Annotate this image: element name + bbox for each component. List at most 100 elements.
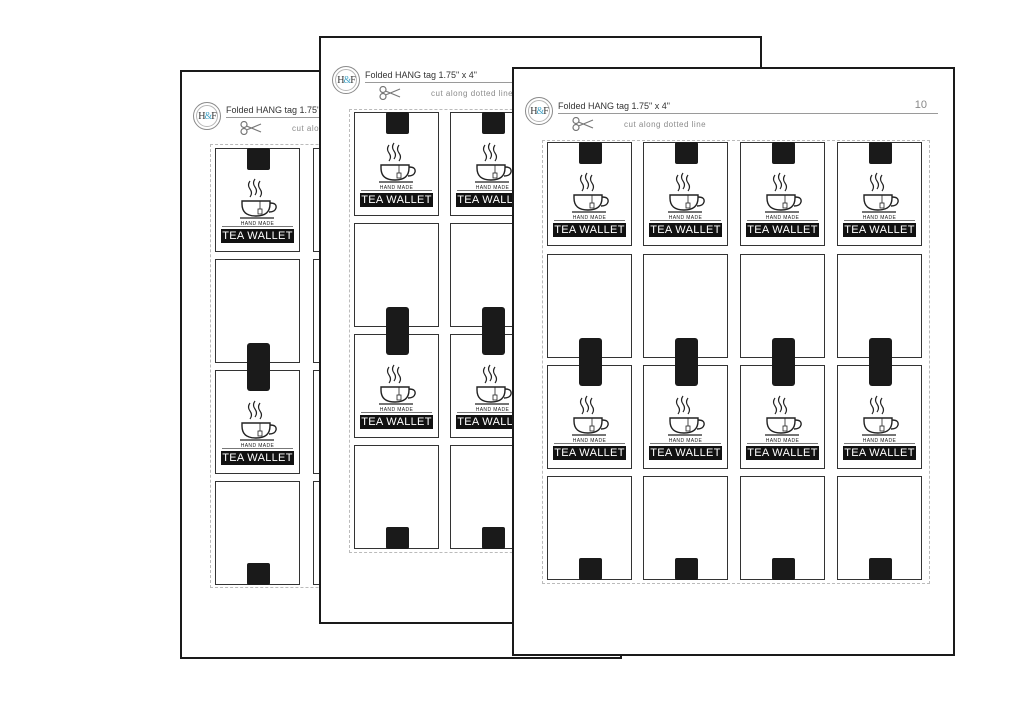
tag-fold-tab [772,338,795,386]
handmade-label: HAND MADE [765,438,800,444]
handmade-label: HAND MADE [379,185,414,191]
tag-back [643,476,728,580]
tag-front: HAND MADE TEA WALLET [740,338,825,469]
tea-wallet-label: TEA WALLET [746,223,819,237]
tag-tab [579,142,602,164]
tea-wallet-label: TEA WALLET [221,229,294,243]
tag-tab [772,142,795,164]
divider [457,412,528,413]
handmade-label: HAND MADE [240,443,275,449]
tag-fold-tab [482,307,505,355]
hf-monogram-icon: H&F [193,102,221,130]
tag-front: HAND MADE TEA WALLET [215,343,300,474]
tea-wallet-label: TEA WALLET [843,446,916,460]
divider [844,443,915,444]
tag-front: HAND MADE TEA WALLET [547,338,632,469]
tag-front: HAND MADE TEA WALLET [643,338,728,469]
tag-back [837,476,922,580]
cut-instruction: cut along dotted line [431,89,514,98]
tag-tab [482,112,505,134]
tag-fold-tab [869,338,892,386]
tag-front: HAND MADE TEA WALLET [837,338,922,469]
handmade-label: HAND MADE [862,215,897,221]
handmade-label: HAND MADE [862,438,897,444]
tag-front: HAND MADE TEA WALLET [547,142,632,246]
scissors-icon [379,85,401,105]
divider [554,443,625,444]
tea-wallet-label: TEA WALLET [221,451,294,465]
tea-wallet-label: TEA WALLET [360,415,433,429]
tea-wallet-label: TEA WALLET [649,446,722,460]
tag-tab [869,142,892,164]
teacup-icon [475,364,512,405]
tag-front: HAND MADE TEA WALLET [215,148,300,252]
teacup-icon [668,395,705,436]
tag-fold-tab [579,338,602,386]
tag-tab [247,148,270,170]
logo-text: H&F [530,105,549,117]
cut-guide-dotted [542,140,930,584]
divider [361,190,432,191]
tea-wallet-label: TEA WALLET [649,223,722,237]
tag-tab [386,112,409,134]
logo-text: H&F [198,110,217,122]
tag-tab [579,558,602,580]
handmade-label: HAND MADE [668,438,703,444]
tag-tab [772,558,795,580]
tea-wallet-label: TEA WALLET [553,223,626,237]
handmade-label: HAND MADE [572,438,607,444]
hf-monogram-icon: H&F [525,97,553,125]
sheet-title: Folded HANG tag 1.75" x 4" [365,70,477,80]
divider [222,226,293,227]
teacup-icon [379,142,416,183]
tag-tab [869,558,892,580]
divider [361,412,432,413]
divider [844,220,915,221]
divider [747,443,818,444]
hf-monogram-icon: H&F [332,66,360,94]
tag-back [547,476,632,580]
tag-front: HAND MADE TEA WALLET [643,142,728,246]
handmade-label: HAND MADE [240,221,275,227]
teacup-icon [765,172,802,213]
scissors-icon [572,116,594,136]
tag-fold-tab [247,343,270,391]
cut-instruction: cut along dotted line [624,120,707,129]
teacup-icon [765,395,802,436]
tea-wallet-label: TEA WALLET [553,446,626,460]
tea-wallet-label: TEA WALLET [456,415,529,429]
teacup-icon [862,395,899,436]
tag-back [354,445,439,549]
divider [554,220,625,221]
tag-tab [247,563,270,585]
teacup-icon [572,395,609,436]
teacup-icon [475,142,512,183]
divider [650,443,721,444]
tag-fold-tab [675,338,698,386]
tag-tab [386,527,409,549]
teacup-icon [668,172,705,213]
teacup-icon [862,172,899,213]
tea-wallet-label: TEA WALLET [746,446,819,460]
tag-tab [675,558,698,580]
sheet-title: Folded HANG tag 1.75" x 4" [558,101,670,111]
handmade-label: HAND MADE [668,215,703,221]
divider [457,190,528,191]
tag-tab [482,527,505,549]
teacup-icon [240,178,277,219]
divider [747,220,818,221]
header-rule [558,113,938,114]
handmade-label: HAND MADE [765,215,800,221]
sheet-title: Folded HANG tag 1.75" x 4" [226,105,338,115]
teacup-icon [379,364,416,405]
tag-back [740,476,825,580]
handmade-label: HAND MADE [475,185,510,191]
tag-fold-tab [386,307,409,355]
tag-tab [675,142,698,164]
handmade-label: HAND MADE [475,407,510,413]
handmade-label: HAND MADE [572,215,607,221]
teacup-icon [240,400,277,441]
